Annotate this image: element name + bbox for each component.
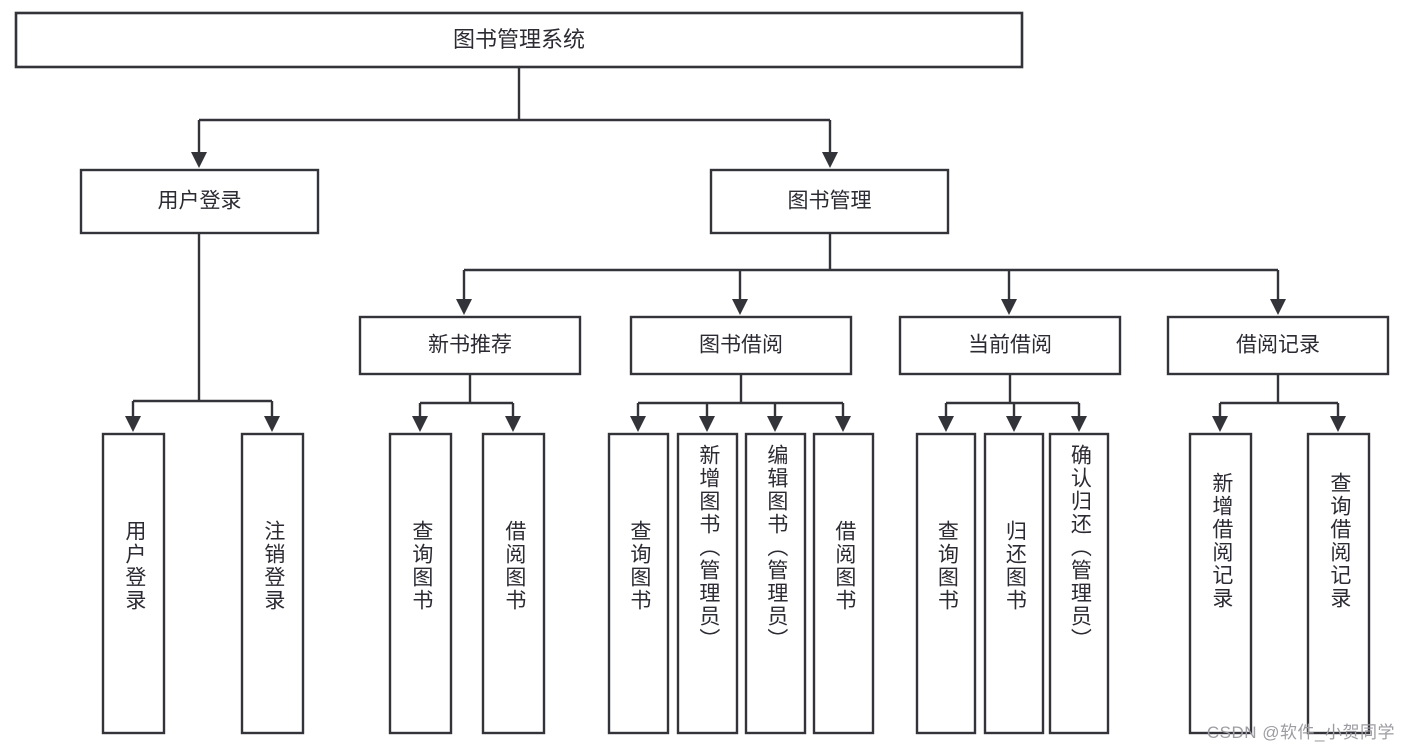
arrow-to-borrow-records [1270,299,1286,315]
edge-newbook-to-bus [418,374,515,420]
node-leaf-user-login-box[interactable] [101,432,166,735]
node-book-borrow-box [629,315,853,376]
edge-bookmgmt-to-bus [462,233,1280,302]
node-root[interactable]: 图书管理系统 [14,11,1024,69]
edge-borrowrecords-to-bus [1218,374,1340,420]
node-book-management[interactable]: 图书管理 [709,168,950,235]
edge-currentborrow-to-bus [944,374,1081,420]
node-leaf-confirm-return-admin-box[interactable] [1048,432,1110,735]
node-leaf-add-borrow-record-box[interactable] [1188,432,1253,735]
arrow-to-leaf-confirm-return-admin [1071,416,1087,432]
node-current-borrow-label: 当前借阅 [968,334,1052,357]
arrow-to-leaf-add-borrow-record [1212,416,1228,432]
node-leaf-borrow-book-recommend-box[interactable] [481,432,546,735]
arrow-to-leaf-edit-book-admin [767,416,783,432]
node-book-management-label: 图书管理 [788,190,872,213]
arrow-to-leaf-add-book-admin [699,416,715,432]
node-book-management-box [709,168,950,235]
node-new-book-recommend-label: 新书推荐 [428,334,512,357]
node-current-borrow-box [898,315,1122,376]
node-borrow-records-label: 借阅记录 [1236,334,1320,357]
arrow-to-book-borrow [732,299,748,315]
node-leaf-logout-box[interactable] [240,432,305,735]
arrow-to-current-borrow [1001,299,1017,315]
node-root-box [14,11,1024,69]
arrow-to-leaf-query-borrow-record [1330,416,1346,432]
arrow-to-leaf-query-book-current [938,416,954,432]
node-user-login-label: 用户登录 [158,190,242,213]
node-borrow-records-box [1166,315,1390,376]
node-borrow-records[interactable]: 借阅记录 [1166,315,1390,376]
node-leaf-return-book-box[interactable] [983,432,1045,735]
csdn-watermark: CSDN @软件_小贺同学 [1206,723,1395,742]
node-leaf-borrow-book-box[interactable] [812,432,875,735]
node-leaf-query-book-recommend-box[interactable] [388,432,453,735]
edge-root-to-bus [197,67,832,155]
leaf-boxes-layer [101,432,1371,735]
node-book-borrow[interactable]: 图书借阅 [629,315,853,376]
node-user-login[interactable]: 用户登录 [79,168,320,235]
node-user-login-box [79,168,320,235]
arrow-to-user-login [191,152,207,168]
node-new-book-recommend[interactable]: 新书推荐 [358,315,582,376]
node-book-borrow-label: 图书借阅 [699,334,783,357]
arrow-to-book-management [822,152,838,168]
node-leaf-edit-book-admin-box[interactable] [744,432,807,735]
edges-layer [125,67,1346,432]
node-new-book-recommend-box [358,315,582,376]
node-leaf-add-book-admin-box[interactable] [676,432,739,735]
node-current-borrow[interactable]: 当前借阅 [898,315,1122,376]
arrow-to-leaf-borrow-book [835,416,851,432]
node-root-label: 图书管理系统 [453,27,585,52]
arrow-to-leaf-return-book [1006,416,1022,432]
arrow-to-leaf-query-book-recommend [412,416,428,432]
arrow-to-leaf-user-login [125,416,141,432]
arrow-to-leaf-logout [264,416,280,432]
arrow-to-leaf-query-book-borrow [630,416,646,432]
arrow-to-new-book-recommend [456,299,472,315]
edge-bookborrow-to-bus [636,374,845,420]
node-leaf-query-borrow-record-box[interactable] [1306,432,1371,735]
arrow-to-leaf-borrow-book-recommend [505,416,521,432]
node-leaf-query-book-borrow-box[interactable] [607,432,670,735]
node-leaf-query-book-current-box[interactable] [915,432,977,735]
edge-userlogin-to-bus [131,233,274,420]
